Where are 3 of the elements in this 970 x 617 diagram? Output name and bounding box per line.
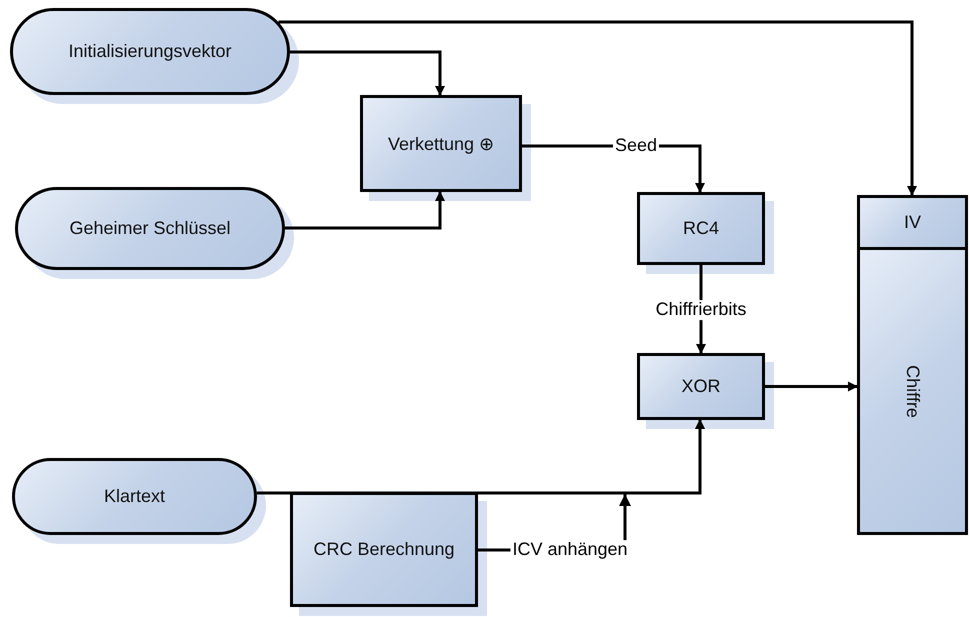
process-box: IV xyxy=(857,195,968,250)
edge-label: Chiffrierbits xyxy=(654,300,748,320)
process-box: Chiffre xyxy=(857,250,968,535)
